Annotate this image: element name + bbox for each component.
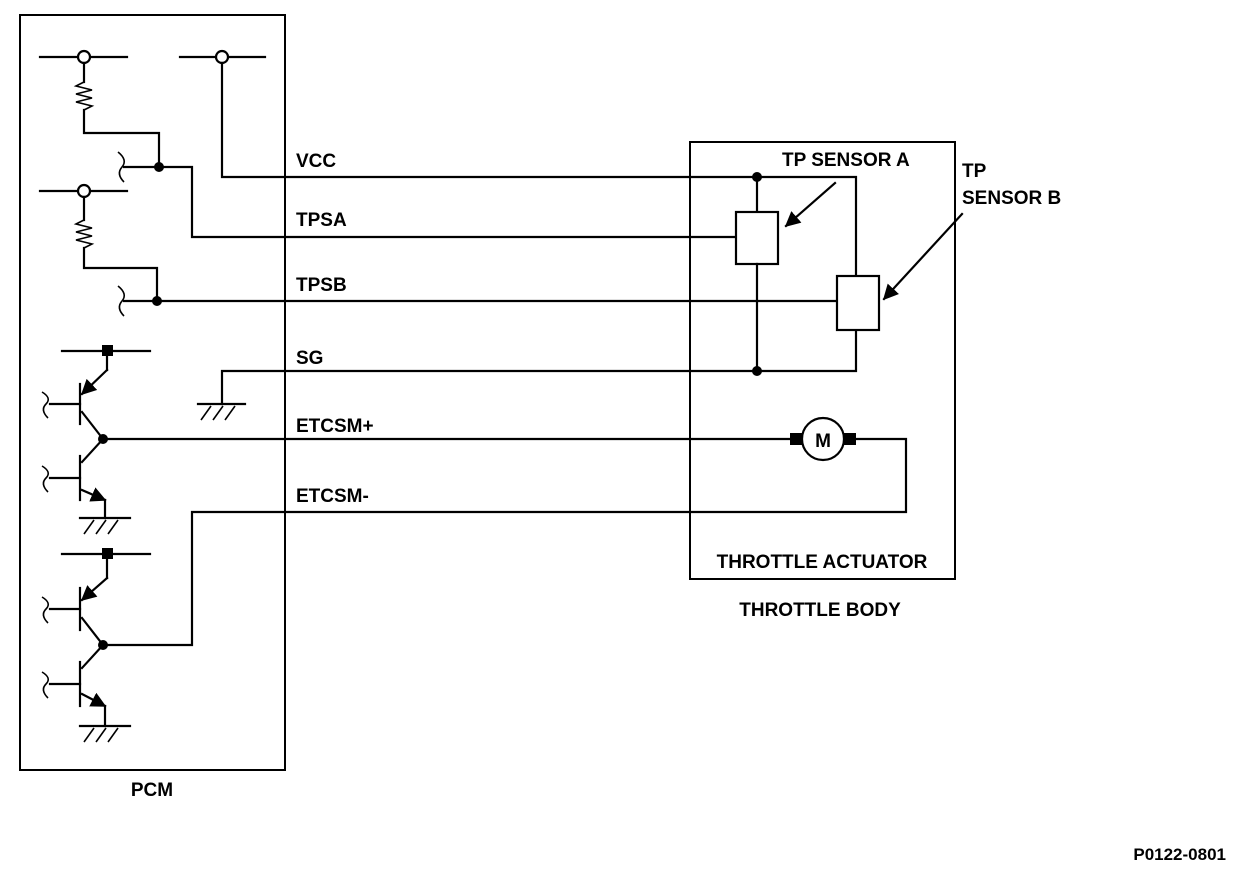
tp-sensor-b-label-line1: TP — [962, 161, 987, 182]
throttle-actuator-label: THROTTLE ACTUATOR — [717, 552, 928, 573]
tp-sensor-b-element — [835, 274, 881, 332]
pcm-label: PCM — [131, 780, 173, 801]
throttle-body-label: THROTTLE BODY — [739, 600, 901, 621]
figure-reference-code: P0122-0801 — [1133, 845, 1226, 864]
signal-etcsm-plus-label: ETCSM+ — [296, 416, 374, 437]
pcm-pullup-network — [38, 49, 839, 317]
sg-ground — [196, 328, 858, 421]
signal-sg-label: SG — [296, 348, 323, 369]
motor-label: M — [815, 431, 831, 452]
signal-etcsm-minus-label: ETCSM- — [296, 486, 369, 507]
signal-tpsb-label: TPSB — [296, 275, 347, 296]
tp-sensor-b-label-line2: SENSOR B — [962, 188, 1061, 209]
pcm-driver-lower — [41, 437, 908, 743]
pcm-driver-upper — [41, 345, 804, 535]
signal-vcc-label: VCC — [296, 151, 336, 172]
throttle-actuator-box — [689, 141, 956, 580]
tp-sensor-a-element — [734, 210, 780, 266]
tp-sensor-a-label: TP SENSOR A — [782, 150, 910, 171]
signal-tpsa-label: TPSA — [296, 210, 347, 231]
tp-sensors — [688, 172, 964, 376]
motor-symbol — [790, 416, 856, 462]
pcm-box — [19, 14, 286, 771]
